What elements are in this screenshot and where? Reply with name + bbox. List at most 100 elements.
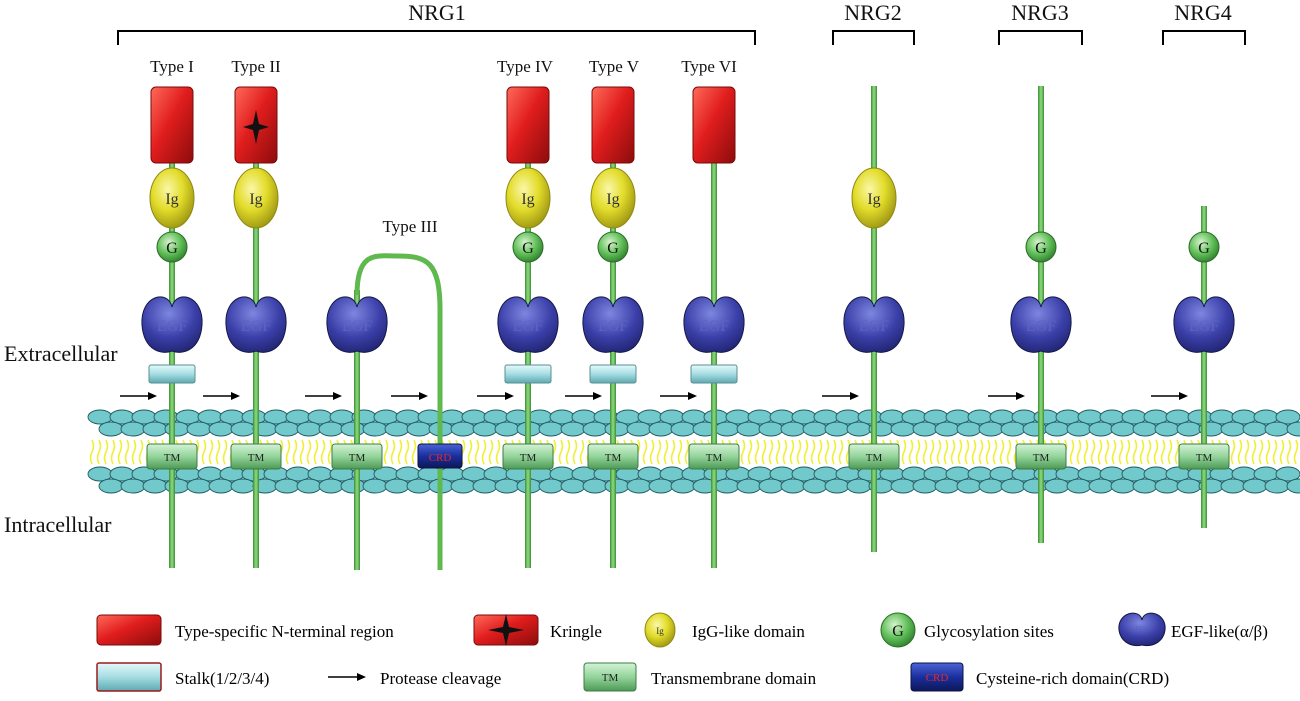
lipid-tail: [117, 439, 123, 465]
lipid-tail: [1258, 439, 1264, 465]
lipid-tail: [754, 439, 760, 465]
egf-domain: [1010, 296, 1072, 353]
egf-mark: EGF: [241, 318, 271, 335]
lipid-head: [978, 421, 1004, 437]
legend-protease-arrow-icon: [328, 673, 366, 681]
lipid-head: [780, 421, 806, 437]
lipid-head: [1275, 409, 1300, 425]
stalk-domain: [148, 364, 196, 384]
lipid-head: [120, 478, 146, 494]
lipid-head: [274, 421, 300, 437]
lipid-head: [648, 421, 674, 437]
lipid-head: [164, 478, 190, 494]
crd-mark: CRD: [429, 452, 452, 464]
stem: [354, 290, 360, 570]
egf-domain: [497, 296, 559, 353]
lipid-tail: [845, 439, 851, 465]
crd-domain: [417, 443, 463, 469]
stem: [1201, 206, 1207, 528]
transmembrane-domain: [1178, 443, 1230, 470]
lipid-head: [846, 478, 872, 494]
glyco-mark: G: [1198, 240, 1210, 257]
lipid-head: [450, 421, 476, 437]
lipid-tail: [747, 439, 753, 465]
lipid-tail: [985, 439, 991, 465]
legend-ig-mark: Ig: [656, 626, 664, 636]
lipid-tail: [775, 439, 781, 465]
lipid-heads: [87, 409, 1300, 494]
protease-arrow-icon: [565, 392, 602, 400]
lipid-tail: [1265, 439, 1271, 465]
tm-mark: TM: [866, 452, 883, 464]
glyco-mark: G: [166, 240, 178, 257]
lipid-head: [1132, 478, 1158, 494]
legend-tm-swatch: [583, 662, 637, 692]
protease-arrow-icon: [988, 392, 1025, 400]
lipid-head: [1176, 478, 1202, 494]
lipid-head: [186, 421, 212, 437]
lipid-tail: [810, 439, 816, 465]
lipid-tail: [908, 439, 914, 465]
lipid-tail: [971, 439, 977, 465]
lipid-tail: [922, 439, 928, 465]
kringle-star-icon: [243, 110, 269, 144]
lipid-tail: [1139, 439, 1145, 465]
legend-stalk-label: Stalk(1/2/3/4): [175, 669, 269, 688]
lipid-tail: [138, 439, 144, 465]
lipid-tail: [929, 439, 935, 465]
group-label-nrg3: NRG3: [1011, 0, 1068, 25]
lipid-head: [824, 478, 850, 494]
n-terminal-region: [591, 86, 635, 164]
protease-arrows: [120, 392, 1188, 400]
lipid-tail: [831, 439, 837, 465]
lipid-head: [318, 421, 344, 437]
egf-domain: [843, 296, 905, 353]
legend-ig-label: IgG-like domain: [692, 622, 805, 641]
egf-domain: [141, 296, 203, 353]
lipid-head: [912, 421, 938, 437]
lipid-tail: [915, 439, 921, 465]
lipid-head: [98, 421, 124, 437]
protease-arrow-icon: [120, 392, 157, 400]
lipid-tail: [474, 439, 480, 465]
group-brackets: [117, 30, 1246, 45]
lipid-tail: [397, 439, 403, 465]
legend-egf-swatch: [1118, 612, 1166, 647]
lipid-head: [1110, 478, 1136, 494]
lipid-tail: [565, 439, 571, 465]
type-label-6: Type VI: [681, 57, 737, 76]
lipid-tail: [1244, 439, 1250, 465]
lipid-head: [758, 478, 784, 494]
lipid-tail: [1230, 439, 1236, 465]
lipid-head: [934, 421, 960, 437]
lipid-head: [230, 421, 256, 437]
ig-domain: [590, 167, 636, 229]
lipid-head: [604, 421, 630, 437]
lipid-head: [736, 478, 762, 494]
lipid-head: [406, 421, 432, 437]
type-label-5: Type V: [589, 57, 640, 76]
lipid-tail: [222, 439, 228, 465]
lipid-tail: [950, 439, 956, 465]
lipid-head: [670, 421, 696, 437]
lipid-head: [780, 478, 806, 494]
ig-domain: [505, 167, 551, 229]
legend-kringle-label: Kringle: [550, 622, 602, 641]
lipid-head: [912, 478, 938, 494]
egf-mark: EGF: [157, 318, 187, 335]
lipid-head: [1242, 421, 1268, 437]
lipid-tail: [411, 439, 417, 465]
bracket-nrg1: [117, 30, 756, 45]
lipid-head: [626, 478, 652, 494]
lipid-head: [1154, 478, 1180, 494]
lipid-tail: [481, 439, 487, 465]
transmembrane-domain: [146, 443, 198, 470]
egf-mark: EGF: [342, 318, 372, 335]
lipid-head: [1264, 421, 1290, 437]
